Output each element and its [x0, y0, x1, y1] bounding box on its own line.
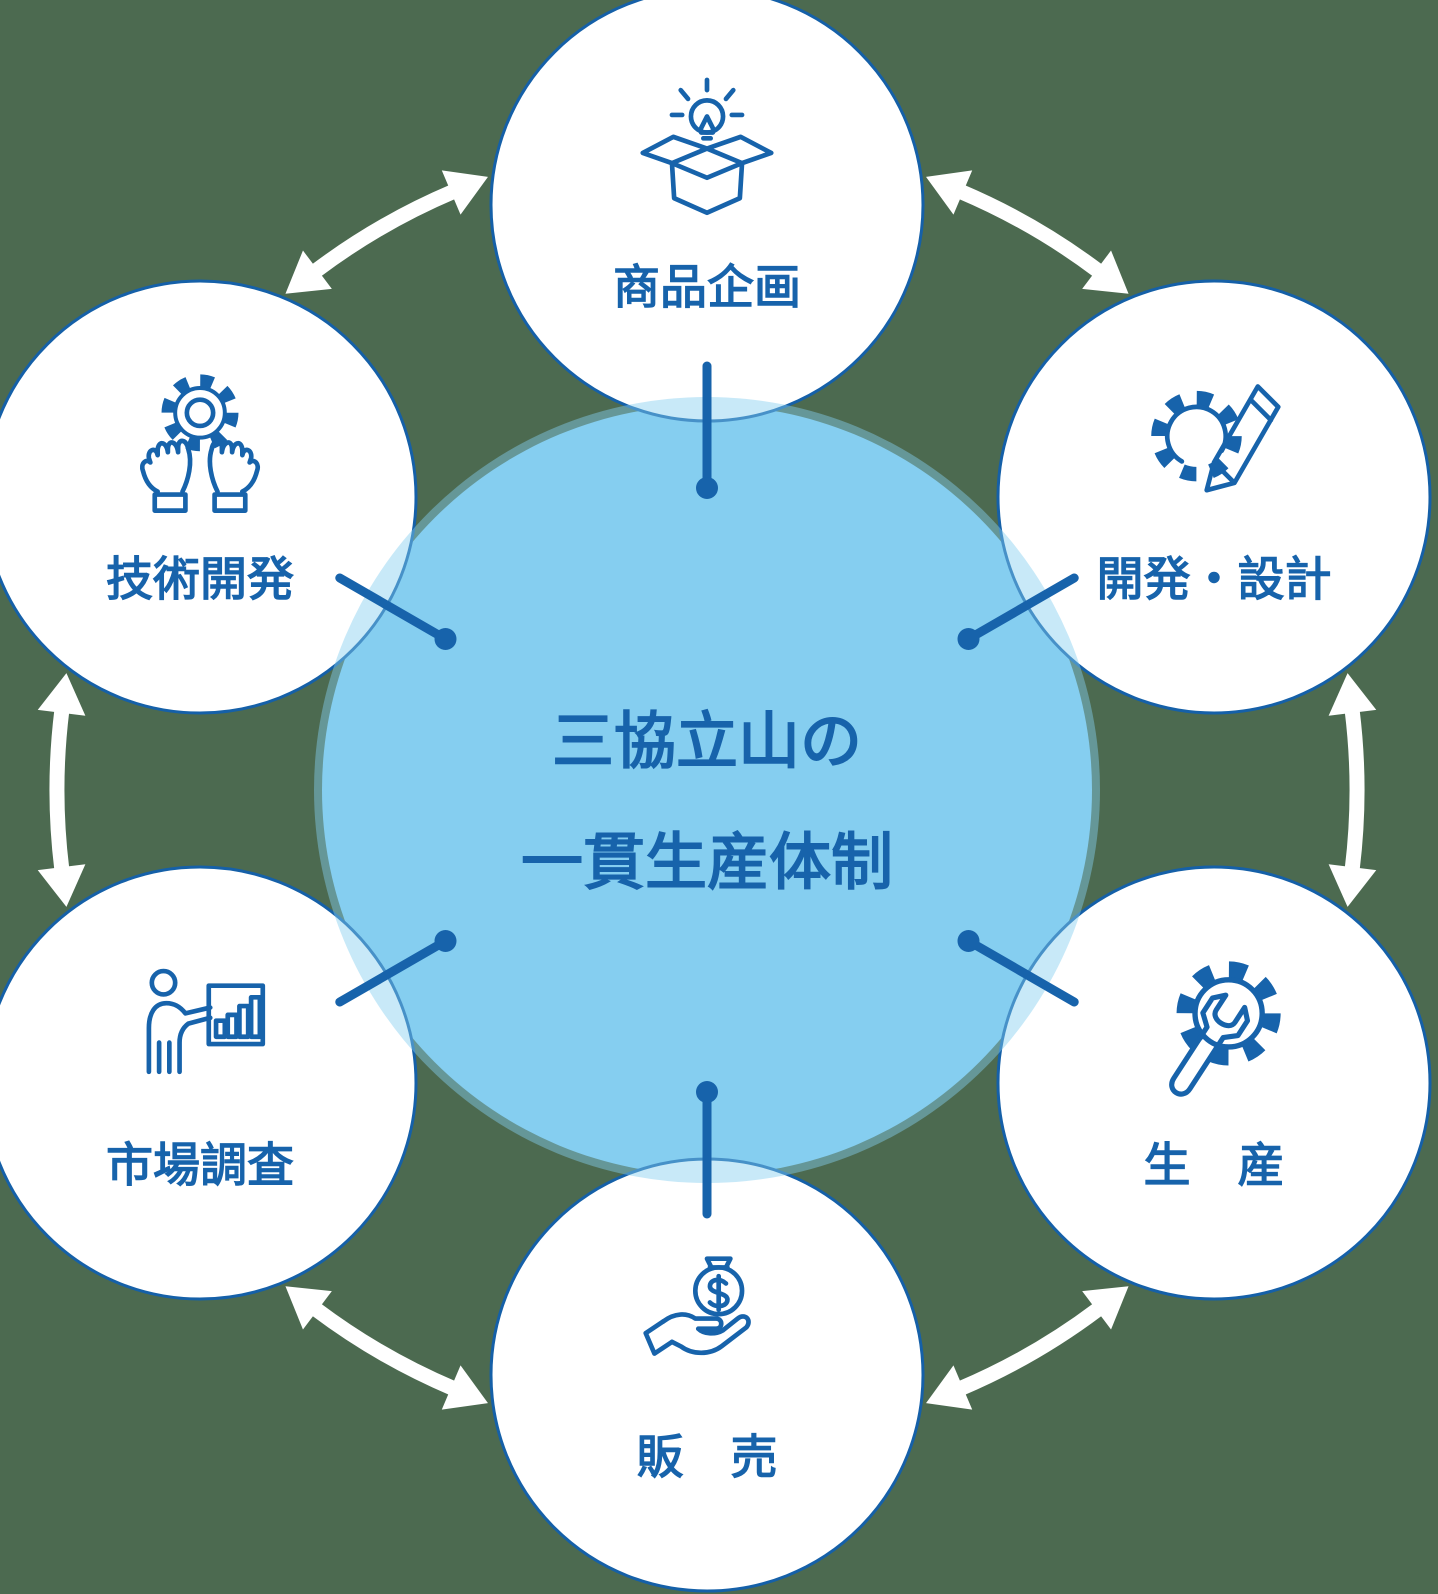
center-circle-halo: [314, 397, 1100, 1183]
gear-pencil-icon: [1151, 384, 1281, 493]
node-market-research: 市場調査: [0, 865, 418, 1301]
connector-top-right: [957, 573, 1079, 650]
arrow-bottom-right: [926, 1286, 1129, 1410]
arrow-bottom-left: [285, 1286, 488, 1410]
connector-bottom-right: [957, 930, 1079, 1007]
node-production: 生 産: [996, 865, 1432, 1301]
money-bag-hand-icon: [643, 1256, 751, 1356]
node-label: 市場調査: [106, 1139, 294, 1192]
node-label: 販 売: [637, 1431, 778, 1484]
node-product-planning: 商品企画: [489, 0, 925, 423]
node-circle: [489, 1157, 925, 1593]
hands-holding-gear-icon: [140, 381, 260, 513]
arrow-top-left: [285, 170, 488, 294]
node-sales: 販 売: [489, 1157, 925, 1593]
center-title-line2: 一貫生産体制: [521, 829, 893, 898]
left-hand: [140, 438, 193, 513]
arrow-right: [1328, 673, 1377, 907]
gear-wrench-icon: [1169, 970, 1272, 1097]
node-circle: [996, 279, 1432, 715]
node-circle: [0, 865, 418, 1301]
node-label: 商品企画: [613, 261, 801, 314]
node-label: 技術開発: [106, 553, 295, 606]
connector-top: [696, 361, 718, 499]
center-circle: [322, 405, 1092, 1175]
person-chart-icon: [146, 968, 266, 1075]
node-circle: [0, 279, 418, 715]
connector-bottom: [696, 1081, 718, 1219]
node-circle: [996, 865, 1432, 1301]
connector-top-left: [335, 573, 457, 650]
right-hand: [207, 438, 260, 513]
node-technology-development: 技術開発: [0, 279, 418, 715]
arrow-top-right: [926, 170, 1129, 294]
node-label: 開発・設計: [1097, 553, 1332, 606]
arrow-left: [37, 673, 86, 907]
open-box-lightbulb-icon: [640, 77, 774, 216]
node-label: 生 産: [1144, 1139, 1285, 1192]
node-development-design: 開発・設計: [996, 279, 1432, 715]
connector-bottom-left: [335, 930, 457, 1007]
center-title-line1: 三協立山の: [552, 708, 862, 777]
